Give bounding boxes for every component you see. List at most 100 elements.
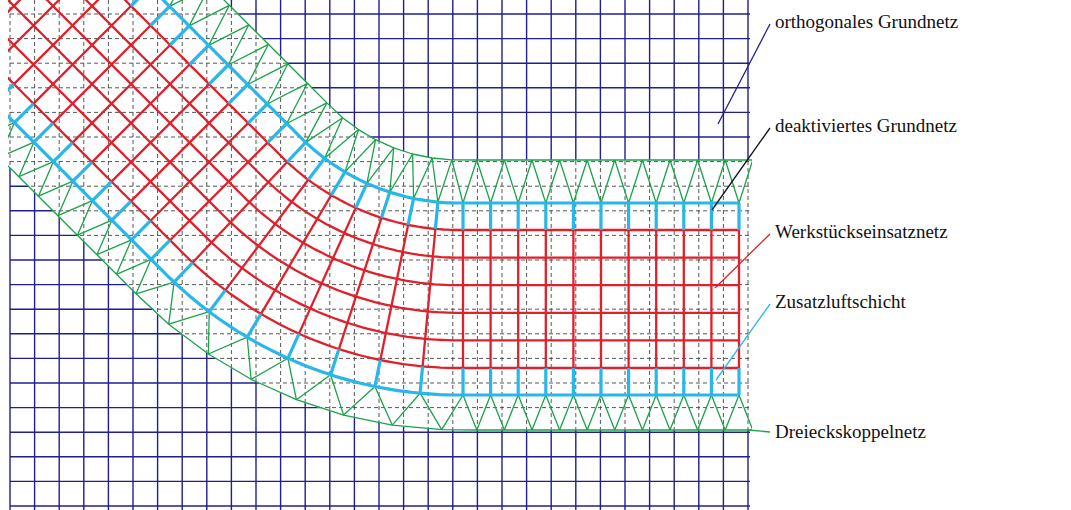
mesh-line <box>600 230 602 368</box>
coupling-triangle <box>725 395 752 430</box>
coupling-triangle <box>58 201 93 236</box>
air-layer-line <box>8 84 14 103</box>
grid-line <box>551 0 552 510</box>
triangle-coupling-mesh <box>8 0 752 430</box>
coupling-triangle <box>170 0 210 6</box>
coupling-triangle <box>504 395 532 430</box>
leader-line <box>716 304 770 380</box>
air-layer-line <box>599 203 602 230</box>
grid-line <box>10 382 750 383</box>
coupling-triangle <box>413 154 433 198</box>
grid-line <box>649 0 650 510</box>
coupling-boundary <box>8 0 752 430</box>
coupling-triangle <box>296 375 343 415</box>
grid-line <box>10 63 750 64</box>
mesh-line <box>299 208 356 334</box>
coupling-triangle <box>325 118 359 159</box>
coupling-triangle <box>367 140 394 184</box>
coupling-triangle <box>670 160 698 203</box>
grid-line <box>206 0 207 510</box>
orthogonal-grid <box>10 0 750 510</box>
grid-line <box>575 0 576 510</box>
grid-line <box>452 0 453 510</box>
coupling-triangle <box>670 395 698 430</box>
mesh-line <box>380 225 408 360</box>
coupling-triangle <box>532 395 560 430</box>
coupling-triangle <box>38 181 73 216</box>
grid-line <box>182 0 183 510</box>
grid-line <box>526 0 527 510</box>
grid-line <box>10 0 11 510</box>
grid-line <box>10 481 750 482</box>
grid-line <box>10 505 750 506</box>
grid-line <box>575 0 576 510</box>
part-label: Zusatzluftschicht <box>775 291 906 313</box>
grid-line <box>501 0 502 510</box>
air-layer-line <box>710 368 713 395</box>
air-layer-line <box>572 368 575 395</box>
grid-line <box>379 0 380 510</box>
mesh-line <box>489 230 491 368</box>
air-layer-line <box>331 349 339 375</box>
mesh-line <box>261 195 331 314</box>
grid-line <box>502 0 503 510</box>
air-layer-line <box>435 202 438 229</box>
grid-line <box>10 383 750 384</box>
grid-line <box>403 0 404 510</box>
grid-line <box>133 0 134 510</box>
grid-line <box>329 0 330 510</box>
air-layer-line <box>8 0 739 395</box>
grid-line <box>10 309 750 310</box>
coupling-triangle <box>560 395 588 430</box>
grid-line <box>698 0 699 510</box>
grid-line <box>10 136 750 137</box>
air-layer-line <box>489 368 492 395</box>
grid-line <box>403 0 404 510</box>
mesh-line <box>8 0 34 6</box>
air-layer-line <box>92 182 111 201</box>
coupling-triangle <box>306 103 343 142</box>
grid-line <box>723 0 724 510</box>
coupling-triangle <box>228 25 268 65</box>
coupling-triangle <box>390 148 413 192</box>
air-layer-line <box>287 142 306 162</box>
mesh-line <box>655 230 657 368</box>
air-layer-line <box>209 290 225 312</box>
coupling-triangle <box>392 393 442 430</box>
air-layer-line <box>151 240 170 259</box>
grid-line <box>624 0 625 510</box>
grid-line <box>255 0 256 510</box>
air-layer-line <box>132 221 151 240</box>
part-label: Dreieckskoppelnetz <box>775 421 926 443</box>
grid-line <box>10 407 750 408</box>
air-layer-line <box>544 368 547 395</box>
air-layer-line <box>112 201 131 220</box>
grid-line <box>10 259 750 260</box>
coupling-triangle <box>8 142 34 177</box>
coupling-triangle <box>587 160 615 203</box>
deactivated-grid <box>10 0 750 510</box>
air-layer-line <box>356 183 367 208</box>
air-layer-line <box>408 198 414 225</box>
grid-line <box>329 0 330 510</box>
grid-line <box>10 63 750 64</box>
mesh-line <box>53 26 151 124</box>
part-label: deaktiviertes Grundnetz <box>775 115 957 137</box>
air-layer-line <box>420 366 423 393</box>
grid-line <box>10 432 750 433</box>
grid-line <box>10 235 750 236</box>
grid-line <box>10 309 750 310</box>
air-layer-line <box>131 0 150 6</box>
mesh-line <box>8 0 739 230</box>
mesh-line <box>8 0 92 65</box>
air-layer-line <box>170 26 189 45</box>
mesh-line <box>339 218 382 349</box>
air-layer-line <box>288 334 299 359</box>
air-layer-line <box>248 104 267 123</box>
mesh-line <box>8 0 53 26</box>
coupling-triangle <box>209 5 249 45</box>
workpiece-mesh <box>8 0 739 368</box>
grid-line <box>10 87 750 88</box>
coupling-triangle <box>615 395 643 430</box>
grid-line <box>231 0 232 510</box>
